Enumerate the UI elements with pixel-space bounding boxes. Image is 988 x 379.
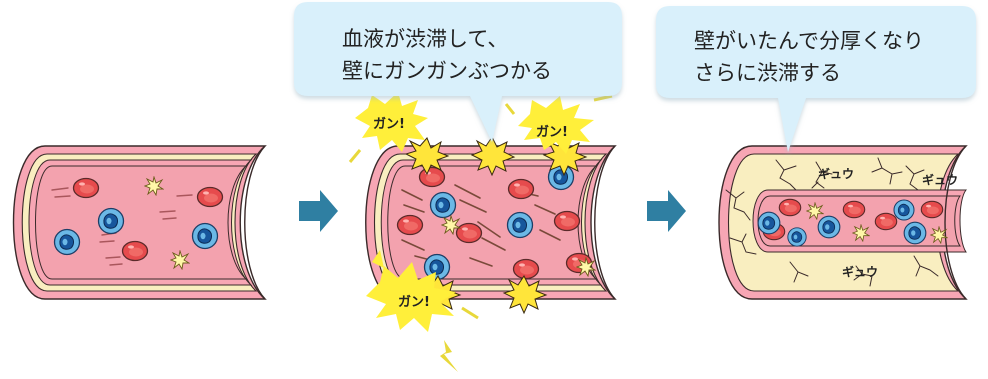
impact-text-top-left: ガン! bbox=[373, 117, 405, 132]
squeeze-text-top-right: ギュウ bbox=[922, 172, 958, 187]
vessel-lumen bbox=[36, 166, 247, 279]
progress-arrow-1 bbox=[299, 190, 338, 232]
bubble-middle-line1: 血液が渋滞して、 bbox=[342, 27, 508, 51]
impact-text-bottom: ガン! bbox=[398, 295, 430, 310]
bubble-middle-line2: 壁にガンガンぶつかる bbox=[342, 59, 552, 83]
impact-text-top-right: ガン! bbox=[536, 125, 568, 140]
bubble-right-line1: 壁がいたんで分厚くなり bbox=[694, 29, 924, 53]
squeeze-text-bottom: ギュウ bbox=[842, 264, 878, 279]
bubble-right-line2: さらに渋滞する bbox=[694, 61, 841, 85]
vessel-thickened: ギュウ ギュウ ギュウ bbox=[719, 146, 966, 299]
vessel-normal bbox=[14, 146, 266, 299]
squeeze-text-top-center: ギュウ bbox=[818, 166, 854, 181]
progress-arrow-2 bbox=[647, 190, 686, 232]
